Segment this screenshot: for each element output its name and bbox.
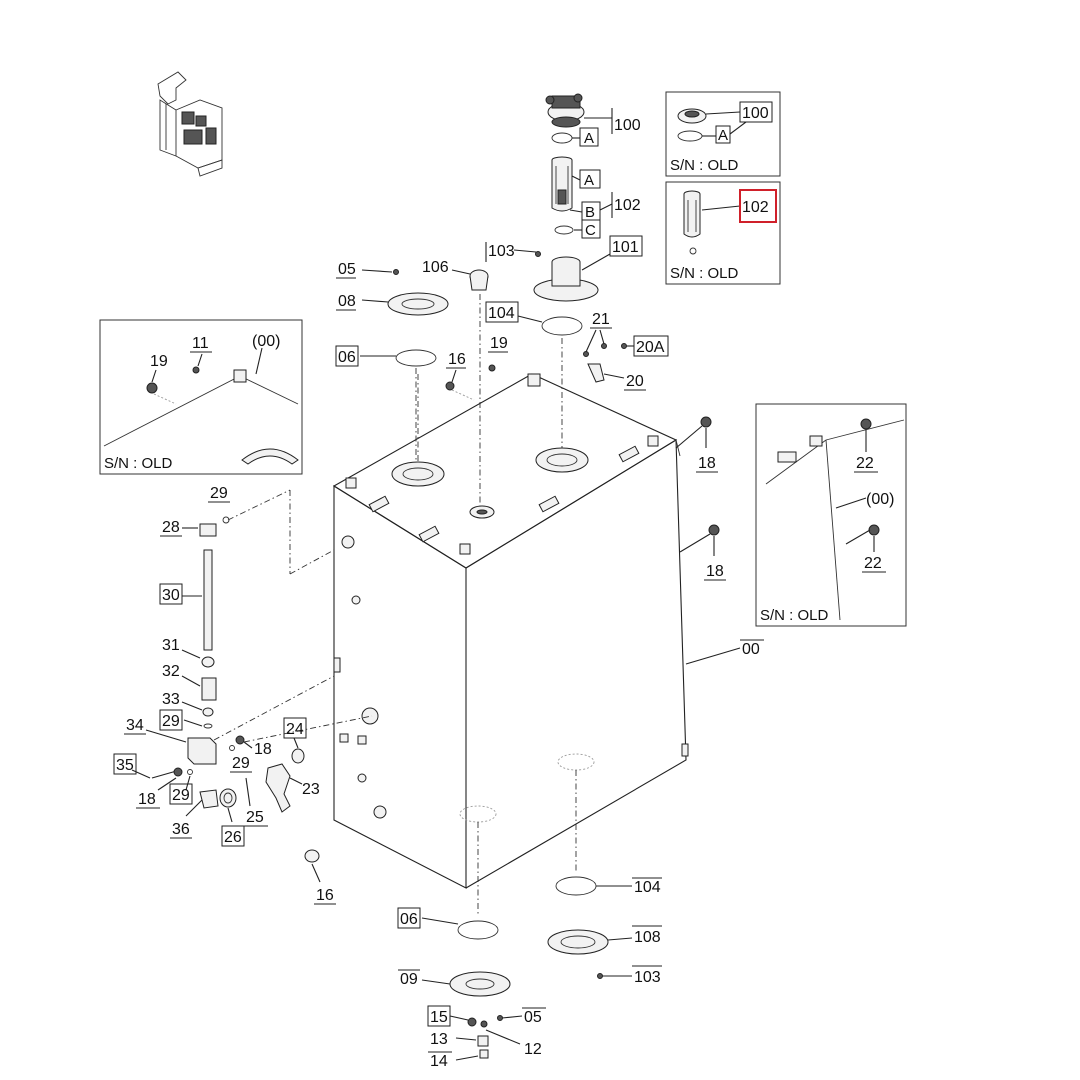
sn-old-note: S/N : OLD: [104, 455, 173, 472]
callout-c: C: [585, 222, 596, 239]
callout-b: B: [585, 204, 595, 221]
callout-23: 23: [302, 781, 320, 798]
sn-old-note: S/N : OLD: [670, 157, 739, 174]
callout-16-top: 16: [448, 351, 466, 368]
callout-34: 34: [126, 717, 144, 734]
callout-06-top: 06: [338, 349, 356, 366]
inset-100-old: 100 A S/N : OLD: [665, 91, 781, 177]
callout-18-b: 18: [706, 563, 724, 580]
callout-24: 24: [286, 721, 304, 738]
callout-a-102: A: [584, 172, 594, 189]
callout-26: 26: [224, 829, 242, 846]
callout-20a: 20A: [636, 339, 665, 356]
callout-29-c: 29: [232, 755, 250, 772]
callout-102-inset-highlighted[interactable]: 102: [742, 199, 769, 216]
callout-12: 12: [524, 1041, 542, 1058]
callout-100: 100: [614, 117, 641, 134]
callout-104-bot: 104: [634, 879, 661, 896]
callout-00-inset-right: (00): [866, 491, 894, 508]
callout-31: 31: [162, 637, 180, 654]
callout-06-bot: 06: [400, 911, 418, 928]
callout-13: 13: [430, 1031, 448, 1048]
callout-22-b: 22: [864, 555, 882, 572]
callout-30: 30: [162, 587, 180, 604]
callout-104-top: 104: [488, 305, 515, 322]
inset-right-old: 22 (00) 22 S/N : OLD: [755, 403, 907, 627]
callout-a-inset: A: [718, 127, 728, 144]
callout-15: 15: [430, 1009, 448, 1026]
callout-11-inset: 11: [192, 335, 209, 352]
callout-103-top: 103: [488, 243, 515, 260]
callout-20: 20: [626, 373, 644, 390]
hydraulic-tank: [332, 338, 689, 916]
callout-14: 14: [430, 1053, 448, 1070]
callout-108: 108: [634, 929, 661, 946]
callout-103-bot: 103: [634, 969, 661, 986]
callout-106: 106: [422, 259, 449, 276]
callout-a: A: [584, 130, 594, 147]
callout-18-d: 18: [138, 791, 156, 808]
callout-29-b: 29: [162, 713, 180, 730]
callout-22-a: 22: [856, 455, 874, 472]
callout-05-top: 05: [338, 261, 356, 278]
sn-old-note: S/N : OLD: [760, 607, 829, 624]
sender-unit-assembly: 100 A A B C 102 101 103: [485, 93, 643, 336]
callout-19-mid: 19: [490, 335, 508, 352]
callout-19-inset: 19: [150, 353, 168, 370]
callout-33: 33: [162, 691, 180, 708]
inset-102-old: 102 S/N : OLD: [665, 181, 781, 285]
callout-35: 35: [116, 757, 134, 774]
callout-100-inset: 100: [742, 105, 769, 122]
sn-old-note: S/N : OLD: [670, 265, 739, 282]
callout-29-a: 29: [210, 485, 228, 502]
callout-102: 102: [614, 197, 641, 214]
callout-28: 28: [162, 519, 180, 536]
cover-group: 106 05 08: [336, 259, 489, 508]
callout-00-inset-left: (00): [252, 333, 280, 350]
bracket-group: 21 20A 20: [583, 311, 669, 391]
callout-36: 36: [172, 821, 190, 838]
callout-21: 21: [592, 311, 610, 328]
callout-32: 32: [162, 663, 180, 680]
top-seals: 06 16 19: [335, 335, 508, 462]
level-gauge-assembly: 29 28 30 31 32 33 29 34 18 29: [113, 485, 373, 905]
inset-left-old: 19 11 (00) S/N : OLD: [99, 319, 303, 475]
callout-16-bot: 16: [316, 887, 334, 904]
callout-18-c: 18: [254, 741, 272, 758]
callout-29-d: 29: [172, 787, 190, 804]
callout-09: 09: [400, 971, 418, 988]
callout-08: 08: [338, 293, 356, 310]
callout-18-a: 18: [698, 455, 716, 472]
callout-00: 00: [742, 641, 760, 658]
bottom-parts: 06 104 108 103 09 15 05 12 13: [397, 876, 662, 1070]
callout-101: 101: [612, 239, 639, 256]
callout-05-bot: 05: [524, 1009, 542, 1026]
tank-right-callouts: 18 18 00: [675, 416, 764, 665]
callout-25: 25: [246, 809, 264, 826]
machine-overview-icon: [157, 71, 223, 177]
